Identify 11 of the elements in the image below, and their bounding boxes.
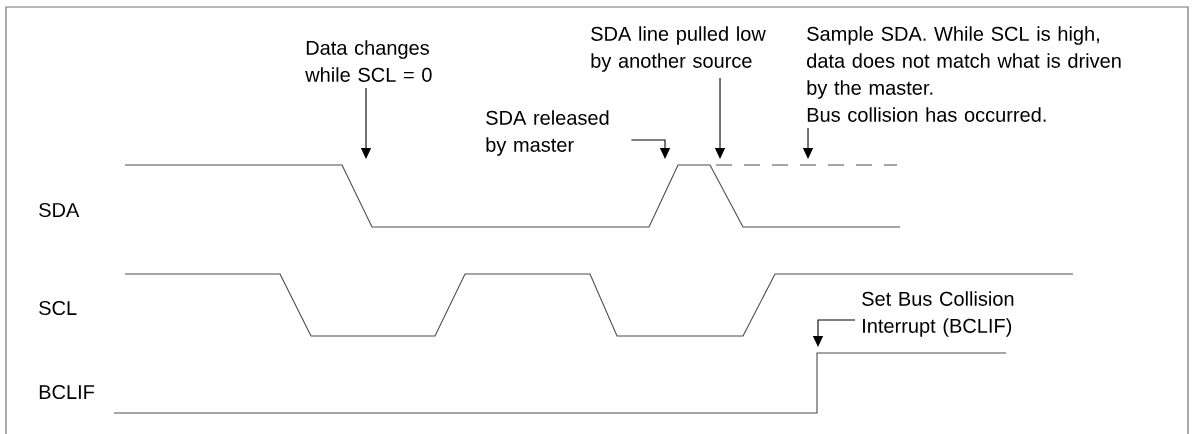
signal-name: BCLIF bbox=[39, 384, 95, 400]
annotation-text: Data changes while SCL = 0 bbox=[305, 40, 432, 82]
annotation-text: SDA released by master bbox=[486, 110, 609, 156]
annotation-text: SDA line pulled low by another source bbox=[591, 26, 766, 72]
waveform bbox=[124, 164, 901, 228]
waveform bbox=[113, 352, 1007, 414]
leader-arrow bbox=[630, 139, 671, 159]
annotation-text: Sample SDA. While SCL is high, data does not match what is driven by the master. Bus collision has occurred. bbox=[807, 26, 1121, 122]
annotation-text: Set Bus Collision Interrupt (BCLIF) bbox=[862, 291, 1014, 337]
signal-name: SDA bbox=[39, 202, 80, 218]
signal-name: SCL bbox=[39, 300, 77, 316]
